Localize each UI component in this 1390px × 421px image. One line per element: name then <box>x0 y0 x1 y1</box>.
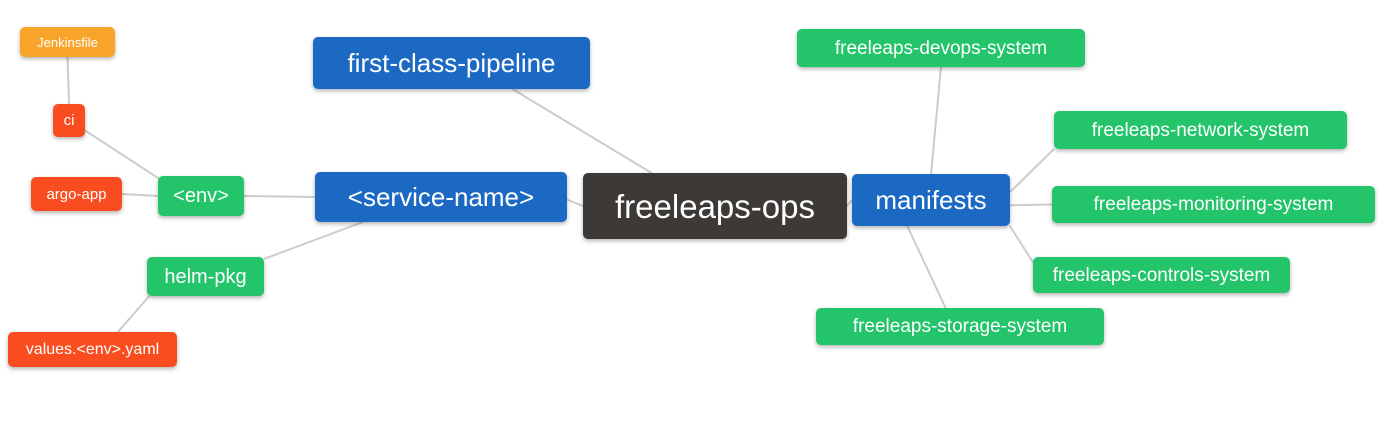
edge-freeleaps-ops-manifests <box>846 199 853 207</box>
node-network-system[interactable]: freeleaps-network-system <box>1054 111 1347 149</box>
edge-argo-app-env <box>121 193 159 197</box>
node-values-env-yaml[interactable]: values.<env>.yaml <box>8 332 177 367</box>
node-label: manifests <box>875 185 987 215</box>
node-label: freeleaps-ops <box>615 187 815 225</box>
node-label: freeleaps-monitoring-system <box>1093 194 1334 215</box>
edge-manifests-devops-system <box>930 66 942 175</box>
node-label: freeleaps-controls-system <box>1052 264 1271 286</box>
node-argo-app[interactable]: argo-app <box>31 177 122 211</box>
edge-ci-env <box>84 129 163 182</box>
node-label: values.<env>.yaml <box>25 340 160 358</box>
node-controls-system[interactable]: freeleaps-controls-system <box>1033 257 1290 293</box>
node-label: argo-app <box>46 185 107 203</box>
node-helm-pkg[interactable]: helm-pkg <box>147 257 264 296</box>
edge-helm-pkg-service-name <box>263 221 364 260</box>
edge-env-service-name <box>243 195 316 198</box>
edge-manifests-storage-system <box>906 225 947 309</box>
edge-manifests-monitoring-system <box>1009 203 1053 207</box>
node-label: ci <box>63 112 75 129</box>
edge-jenkinsfile-ci <box>66 56 70 105</box>
node-label: helm-pkg <box>164 265 247 288</box>
node-ci[interactable]: ci <box>53 104 85 137</box>
node-jenkinsfile[interactable]: Jenkinsfile <box>20 27 115 57</box>
node-devops-system[interactable]: freeleaps-devops-system <box>797 29 1085 67</box>
node-first-class-pipeline[interactable]: first-class-pipeline <box>313 37 590 89</box>
node-manifests[interactable]: manifests <box>852 174 1010 226</box>
node-label: Jenkinsfile <box>37 34 98 50</box>
node-freeleaps-ops[interactable]: freeleaps-ops <box>583 173 847 239</box>
edge-service-name-freeleaps-ops <box>566 198 584 207</box>
node-monitoring-system[interactable]: freeleaps-monitoring-system <box>1052 186 1375 223</box>
edge-first-class-pipeline-freeleaps-ops <box>511 88 653 174</box>
node-service-name[interactable]: <service-name> <box>315 172 567 222</box>
node-env[interactable]: <env> <box>158 176 244 216</box>
node-label: freeleaps-network-system <box>1091 119 1310 141</box>
node-label: freeleaps-storage-system <box>852 316 1068 337</box>
edge-manifests-network-system <box>1009 148 1055 193</box>
node-storage-system[interactable]: freeleaps-storage-system <box>816 308 1104 345</box>
node-label: first-class-pipeline <box>347 48 556 78</box>
node-label: <env> <box>173 185 229 207</box>
node-label: freeleaps-devops-system <box>834 37 1048 59</box>
edge-manifests-controls-system <box>1009 225 1034 263</box>
edge-values-env-yaml-helm-pkg <box>117 295 151 333</box>
node-label: <service-name> <box>347 182 535 212</box>
